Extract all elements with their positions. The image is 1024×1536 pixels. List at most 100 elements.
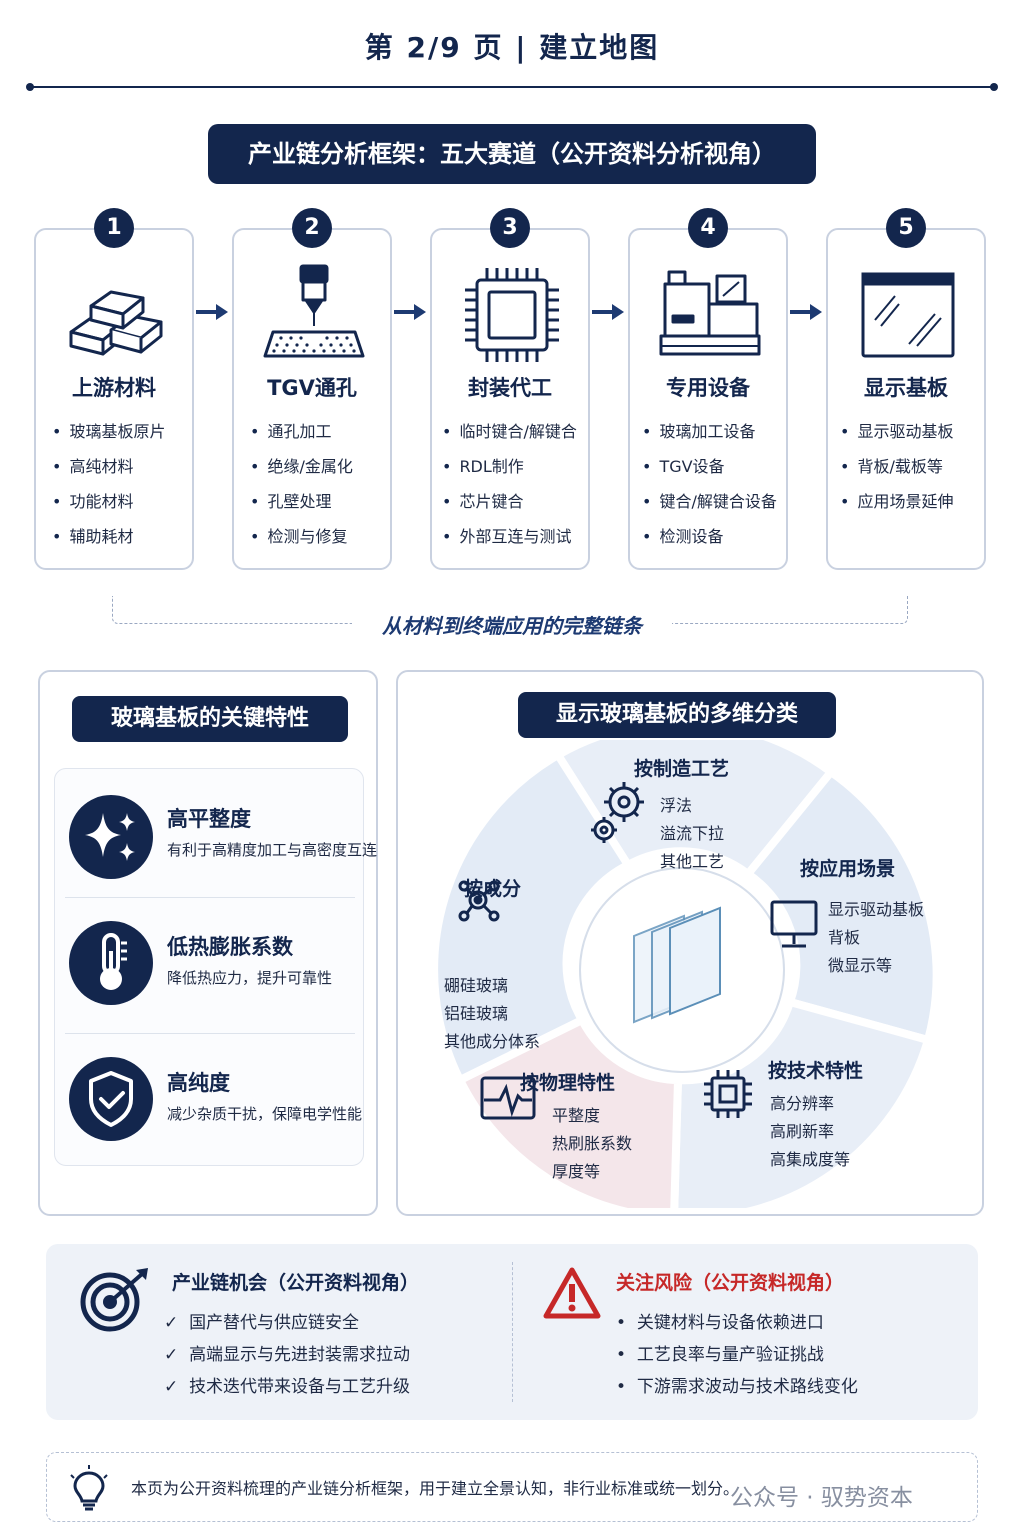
divider-dot-left — [26, 83, 34, 91]
property-title: 低热膨胀系数 — [167, 935, 293, 959]
properties-list: 高平整度 有利于高精度加工与高密度互连 低热膨胀系数 降低热应力，提升可靠性 — [54, 768, 377, 1166]
classification-panel: 显示玻璃基板的多维分类 — [396, 670, 984, 1216]
list-item: 通孔加工 — [250, 420, 353, 455]
segment-item: 其他工艺 — [660, 852, 725, 871]
opportunity-risk-panel: 产业链机会（公开资料视角） ✓ 国产替代与供应链安全 ✓ 高端显示与先进封装需求… — [46, 1244, 978, 1420]
list-item: 显示驱动基板 — [840, 420, 953, 455]
flow-arrow-icon — [790, 304, 822, 320]
gold-bars-icon — [69, 290, 163, 356]
list-item: 孔壁处理 — [250, 490, 353, 525]
chain-caption: 从材料到终端应用的完整链条 — [352, 610, 672, 639]
target-icon — [80, 1268, 148, 1332]
divider-dot-right — [990, 83, 998, 91]
segment-application — [742, 766, 941, 1045]
warning-icon — [543, 1267, 601, 1319]
list-item: 检测设备 — [642, 525, 777, 560]
divider — [65, 897, 355, 898]
divider — [65, 1033, 355, 1034]
gears-icon — [591, 782, 644, 843]
page-title: 第 2/9 页 | 建立地图 — [364, 31, 660, 64]
property-item: 低热膨胀系数 降低热应力，提升可靠性 — [55, 901, 365, 1027]
list-item: RDL制作 — [442, 455, 577, 490]
equipment-icon — [659, 270, 761, 356]
segment-label-physical: 按物理特性 — [520, 1072, 616, 1094]
stage-number: 1 — [94, 208, 134, 248]
segment-item: 显示驱动基板 — [828, 900, 925, 919]
segment-item: 高集成度等 — [770, 1150, 851, 1169]
molecule-icon — [458, 880, 500, 922]
segment-label-process: 按制造工艺 — [634, 758, 730, 780]
stage-number: 2 — [292, 208, 332, 248]
lightbulb-icon — [70, 1465, 108, 1511]
list-item: 临时键合/解键合 — [442, 420, 576, 455]
property-item: 高纯度 减少杂质干扰，保障电学性能 — [55, 1037, 365, 1163]
monitor-icon — [770, 900, 818, 948]
stage-item-list: 玻璃加工设备 TGV设备 键合/解键合设备 检测设备 — [642, 420, 777, 560]
framework-banner: 产业链分析框架：五大赛道（公开资料分析视角） — [208, 124, 816, 184]
segment-item: 平整度 — [552, 1106, 601, 1125]
watermark: 公众号 · 驭势资本 — [730, 1485, 913, 1511]
list-item: TGV设备 — [642, 455, 777, 490]
property-title: 高平整度 — [167, 807, 251, 831]
property-desc: 降低热应力，提升可靠性 — [167, 969, 333, 987]
list-item: 玻璃基板原片 — [52, 420, 165, 455]
divider — [512, 1262, 513, 1402]
opportunity-item: ✓ 国产替代与供应链安全 — [164, 1313, 360, 1333]
risk-item: • 工艺良率与量产验证挑战 — [616, 1345, 824, 1365]
key-properties-panel: 玻璃基板的关键特性 高平整度 有利于高精度加工与高密度互连 — [38, 670, 378, 1216]
segment-item: 厚度等 — [552, 1162, 601, 1181]
list-item: 键合/解键合设备 — [642, 490, 776, 525]
segment-item: 其他成分体系 — [444, 1032, 541, 1051]
list-item: 玻璃加工设备 — [642, 420, 777, 455]
property-desc: 减少杂质干扰，保障电学性能 — [167, 1105, 363, 1123]
processor-icon — [704, 1070, 752, 1118]
classification-wheel — [430, 740, 941, 1208]
sparkle-icon — [69, 795, 153, 879]
segment-item: 浮法 — [660, 796, 693, 815]
risk-item: • 关键材料与设备依赖进口 — [616, 1313, 824, 1333]
stage-item-list: 通孔加工 绝缘/金属化 孔壁处理 检测与修复 — [250, 420, 353, 560]
stage-number: 5 — [886, 208, 926, 248]
stage-title: 封装代工 — [468, 376, 552, 400]
stage-title: TGV通孔 — [267, 376, 357, 400]
laser-drill-icon — [263, 264, 365, 358]
list-item: 背板/载板等 — [840, 455, 953, 490]
segment-label-application: 按应用场景 — [800, 858, 896, 880]
stage-card-3: 3 封装代工 临时键合/解键合 RDL制作 芯片键合 外部互连与测试 — [430, 208, 590, 570]
list-item: 应用场景延伸 — [840, 490, 953, 525]
list-item: 功能材料 — [52, 490, 165, 525]
stage-card-4: 4 专用设备 玻璃加工设备 TGV设备 键合/解键合设备 检测设备 — [628, 208, 788, 570]
segment-item: 铝硅玻璃 — [444, 1004, 509, 1023]
property-desc: 有利于高精度加工与高密度互连 — [167, 841, 378, 859]
segment-item: 微显示等 — [828, 956, 893, 975]
segment-item: 溢流下拉 — [660, 824, 725, 843]
opportunity-item: ✓ 高端显示与先进封装需求拉动 — [164, 1345, 411, 1365]
segment-physical — [454, 1014, 683, 1208]
segment-item: 硼硅玻璃 — [444, 976, 509, 995]
stage-card-5: 5 显示基板 显示驱动基板 背板/载板等 应用场景延伸 — [826, 208, 986, 570]
segment-label-composition: 按成分 — [464, 878, 522, 900]
stage-title: 专用设备 — [666, 376, 750, 400]
shield-check-icon — [69, 1057, 153, 1141]
segment-tech — [670, 997, 933, 1208]
risk-title: 关注风险（公开资料视角） — [616, 1272, 845, 1294]
classification-badge: 显示玻璃基板的多维分类 — [518, 692, 836, 738]
list-item: 芯片键合 — [442, 490, 577, 525]
list-item: 外部互连与测试 — [442, 525, 577, 560]
segment-item: 高刷新率 — [770, 1122, 835, 1141]
header-divider — [30, 86, 994, 88]
list-item: 检测与修复 — [250, 525, 353, 560]
key-properties-badge: 玻璃基板的关键特性 — [72, 696, 348, 742]
segment-item: 高分辨率 — [770, 1094, 835, 1113]
display-panel-icon — [861, 272, 955, 358]
list-item: 辅助耗材 — [52, 525, 165, 560]
segment-item: 背板 — [828, 928, 861, 947]
stage-card-1: 1 上游材料 玻璃基板原片 高纯材料 功能材料 辅助耗材 — [34, 208, 194, 570]
risk-item: • 下游需求波动与技术路线变化 — [616, 1377, 858, 1397]
thermometer-icon — [69, 921, 153, 1005]
opportunity-item: ✓ 技术迭代带来设备与工艺升级 — [164, 1377, 411, 1397]
stage-number: 3 — [490, 208, 530, 248]
segment-process — [552, 740, 837, 880]
chip-icon — [465, 268, 559, 362]
stage-title: 上游材料 — [72, 376, 156, 400]
